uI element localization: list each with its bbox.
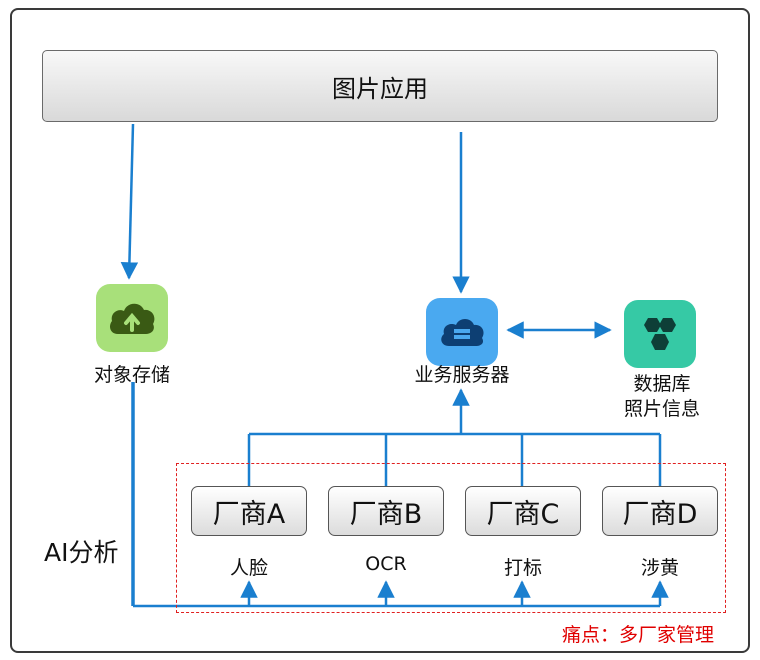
db-label: 数据库 照片信息: [612, 372, 712, 422]
vendor-d-function: 涉黄: [640, 557, 679, 579]
pain-point-region: [176, 463, 726, 613]
vendor-c-name: 厂商C: [486, 498, 560, 530]
vendor-b-function: OCR: [365, 553, 407, 575]
vendor-c-box: 厂商C: [465, 486, 581, 536]
arrow-app-to-storage: [120, 123, 139, 280]
ai-analysis-label: AI分析: [44, 538, 119, 567]
storage-label: 对象存储: [93, 364, 170, 386]
cloud-server-icon: [426, 298, 498, 366]
vendor-d-name: 厂商D: [622, 498, 698, 530]
image-app-bar: 图片应用: [42, 50, 718, 122]
db-label-line1: 数据库: [633, 373, 691, 395]
vendor-c-function: 打标: [503, 557, 542, 579]
service-label: 业务服务器: [414, 364, 510, 386]
vendor-b-box: 厂商B: [328, 486, 444, 536]
vendor-a-name: 厂商A: [212, 498, 286, 530]
image-app-label: 图片应用: [332, 74, 428, 103]
vendor-a-box: 厂商A: [191, 486, 307, 536]
vendor-b-name: 厂商B: [349, 498, 423, 530]
db-label-line2: 照片信息: [623, 398, 700, 420]
vendor-a-function: 人脸: [229, 557, 268, 579]
database-icon: [624, 300, 696, 368]
pain-point-label: 痛点：多厂家管理: [562, 624, 715, 646]
vendor-d-box: 厂商D: [602, 486, 718, 536]
cloud-upload-icon: [96, 284, 168, 352]
